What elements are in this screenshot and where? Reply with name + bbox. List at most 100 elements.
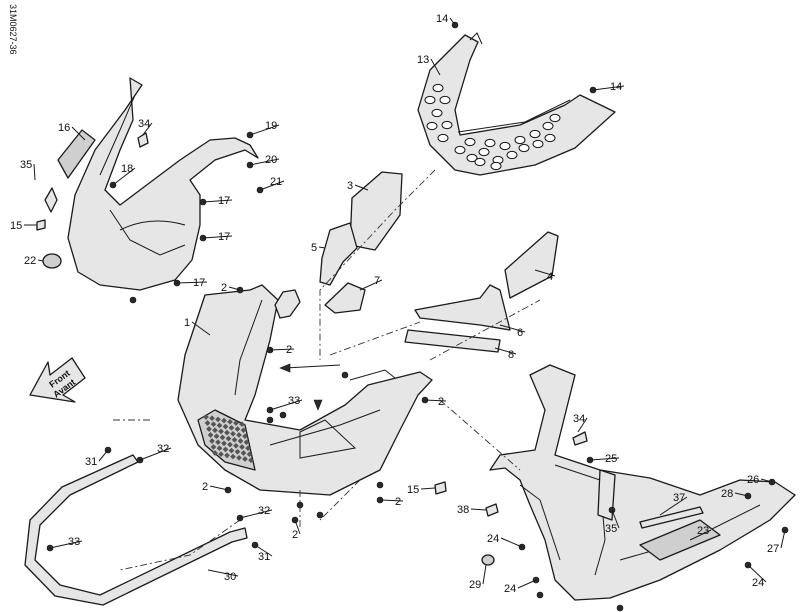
grille-cell: [242, 456, 248, 462]
leader-line: [359, 279, 383, 291]
vent-hole: [439, 95, 451, 105]
grille-cell: [209, 415, 215, 422]
grille-cell: [216, 445, 223, 452]
leader-line: [202, 199, 233, 203]
vent-hole: [549, 113, 561, 123]
grille-cell: [210, 421, 217, 428]
grille-cell: [206, 426, 212, 432]
vent-hole: [431, 108, 443, 118]
leader-line: [689, 529, 712, 541]
fastener-35: [44, 187, 58, 213]
callout-6: 6: [517, 327, 523, 339]
callout-14: 14: [436, 13, 448, 25]
callout-24: 24: [504, 583, 516, 595]
cover-5: [319, 222, 358, 286]
fastener-marker: [616, 604, 624, 612]
leader-line: [139, 447, 172, 461]
fastener-marker: [376, 481, 384, 489]
callout-14: 14: [610, 81, 622, 93]
vent-hole: [437, 133, 449, 143]
leader-line: [747, 564, 767, 583]
grille-cell: [215, 416, 221, 423]
arrowhead-down: [313, 399, 323, 411]
clip-15-right: [434, 481, 447, 495]
callout-15: 15: [10, 220, 22, 232]
grille-cell: [207, 432, 214, 438]
leader-line: [659, 496, 688, 516]
grille-cell: [212, 450, 218, 456]
callout-37: 37: [673, 492, 685, 504]
vent-hole: [499, 141, 511, 151]
callout-5: 5: [311, 242, 317, 254]
grille-cell: [248, 457, 254, 464]
callout-30: 30: [224, 571, 236, 583]
document-reference: 31M0627-36: [8, 4, 18, 55]
vent-hole: [464, 137, 476, 147]
grille-cell: [209, 438, 215, 444]
fastener-marker: [536, 591, 544, 599]
grille-cell: [216, 422, 223, 429]
grille-cell: [218, 451, 224, 458]
vent-hole: [532, 139, 544, 149]
leader-line: [176, 281, 208, 284]
cover-7: [324, 282, 366, 314]
callout-2: 2: [438, 396, 444, 408]
grille-cell: [227, 418, 233, 425]
grille-cell: [219, 434, 226, 441]
leader-line: [780, 529, 786, 549]
plug-22: [42, 253, 62, 269]
assembly-arrow-left: [284, 364, 341, 369]
leader-line: [500, 537, 523, 548]
fastener-marker: [266, 416, 274, 424]
vent-hole: [432, 83, 444, 93]
callout-26: 26: [747, 474, 759, 486]
vent-hole: [441, 120, 453, 130]
grille-cell: [225, 435, 232, 442]
callout-2: 2: [395, 496, 401, 508]
belly-pan-13: [417, 32, 616, 176]
grille-cell: [204, 420, 211, 426]
leader-line: [734, 492, 749, 497]
callout-1: 1: [184, 317, 190, 329]
callout-23: 23: [697, 525, 709, 537]
leader-line: [209, 485, 229, 491]
leader-line: [517, 579, 537, 589]
vent-hole: [490, 161, 502, 171]
callout-32: 32: [157, 443, 169, 455]
grille-cell: [236, 454, 242, 461]
callout-38: 38: [457, 504, 469, 516]
callout-17: 17: [193, 277, 205, 289]
vent-hole: [426, 121, 438, 131]
callout-28: 28: [721, 488, 733, 500]
nut-34-right: [572, 431, 588, 446]
callout-35: 35: [20, 159, 32, 171]
front-bottom-pan-1: [177, 284, 433, 496]
grille-cell: [230, 453, 236, 460]
vent-hole: [474, 157, 486, 167]
fastener-marker: [129, 296, 137, 304]
strap-37: [639, 506, 704, 529]
leader-line: [228, 286, 241, 291]
leader-line: [424, 399, 447, 402]
grille-cell: [218, 428, 224, 435]
leader-line: [430, 58, 441, 76]
grille-cell: [243, 439, 250, 446]
callout-34: 34: [138, 118, 150, 130]
grille-cell: [236, 432, 242, 438]
callout-16: 16: [58, 122, 70, 134]
grille-cell: [203, 414, 209, 420]
lower-pan-23: [489, 364, 796, 601]
vent-hole: [478, 147, 490, 157]
callout-33: 33: [68, 536, 80, 548]
vent-hole: [466, 153, 478, 163]
callout-34: 34: [573, 413, 585, 425]
callout-24: 24: [752, 577, 764, 589]
grille-cell: [227, 441, 233, 448]
leader-line: [37, 259, 44, 262]
leader-line: [33, 163, 36, 181]
leader-line: [269, 348, 295, 351]
grille-cell: [224, 429, 230, 436]
callout-2: 2: [286, 344, 292, 356]
